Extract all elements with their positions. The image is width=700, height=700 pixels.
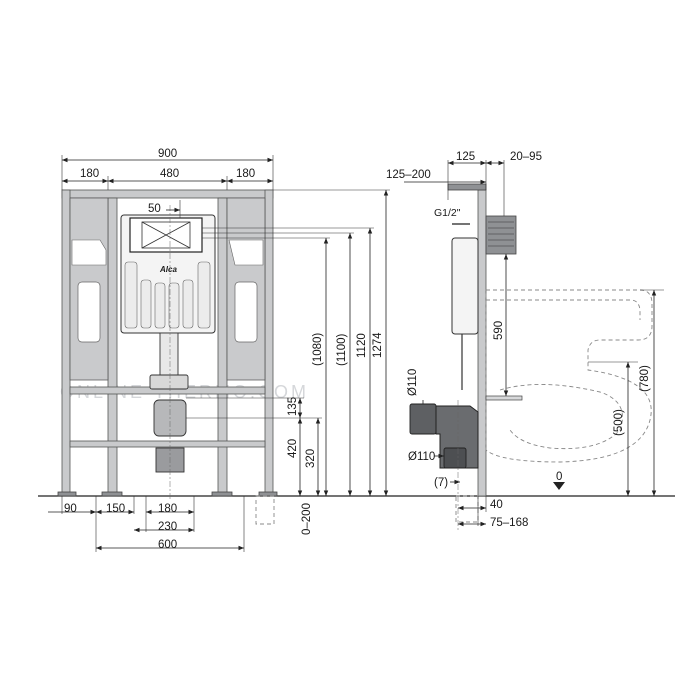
dim-0-200: 0–200 [301, 503, 313, 535]
side-cistern [451, 237, 479, 335]
toilet-bowl-inner [499, 384, 623, 450]
dim-420: 420 [287, 439, 299, 458]
cistern-ribbing [124, 261, 211, 329]
brand-logo: Alca [159, 265, 177, 274]
dim-500: (500) [613, 409, 625, 436]
frame-top-rail [61, 189, 274, 199]
dim-1100: (1100) [336, 333, 348, 366]
dim-900: 900 [158, 148, 177, 160]
frame-right-post [264, 189, 274, 497]
frame-foot-inner-right [211, 491, 233, 497]
frame-left-post [61, 189, 71, 497]
floor-zero: 0 [556, 471, 562, 483]
dim-50: 50 [148, 203, 161, 215]
dim-180-bottom: 180 [158, 503, 177, 515]
side-flush-plate [485, 215, 517, 255]
frame-crossbar-lower [69, 440, 266, 448]
dim-600: 600 [158, 539, 177, 551]
dim-180-right: 180 [236, 168, 255, 180]
dim-40: 40 [490, 499, 503, 511]
dim-1120: 1120 [356, 333, 368, 358]
drain-collar-bottom [443, 447, 467, 469]
dim-230: 230 [158, 521, 177, 533]
floor-zero-marker [553, 482, 565, 490]
frame-inner-right-post [217, 197, 228, 497]
floor-range-ghost [255, 495, 275, 525]
frame-foot-right [258, 491, 278, 497]
dim-75-168: 75–168 [490, 517, 528, 529]
dim-150: 150 [106, 503, 125, 515]
front-view: Alca 900 180 480 180 50 [48, 148, 390, 552]
side-frame-post [477, 189, 487, 497]
frame-foot-left [57, 491, 77, 497]
side-view: 125 20–95 125–200 G1/2" 590 Ø110 Ø110 (7… [386, 151, 664, 530]
side-floor-ghost [455, 495, 479, 523]
right-panel-slot [234, 281, 258, 343]
side-top-bracket [447, 183, 487, 191]
dim-125-200: 125–200 [386, 169, 431, 181]
dim-7: (7) [434, 477, 448, 489]
dim-1274: 1274 [372, 332, 384, 358]
right-panel-bevel [228, 239, 264, 266]
toilet-mount-bracket [485, 395, 523, 401]
side-flush-plate-ribs [488, 221, 514, 247]
drain-collar-top [409, 403, 437, 435]
dim-125: 125 [456, 151, 475, 163]
frame-foot-inner-left [101, 491, 123, 497]
left-panel-bevel [71, 239, 107, 266]
dim-135: 135 [287, 397, 299, 416]
frame-inner-left-post [107, 197, 118, 497]
toilet-bowl-outline [485, 289, 653, 463]
flush-pipe-bend [149, 374, 189, 390]
dim-480: 480 [160, 168, 179, 180]
dim-20-95: 20–95 [510, 151, 542, 163]
pipe-label-top: Ø110 [407, 369, 419, 396]
left-panel-slot [77, 281, 101, 343]
pipe-label-bottom: Ø110 [408, 451, 435, 463]
dim-590: 590 [493, 321, 505, 340]
dim-320: 320 [305, 449, 317, 468]
dim-90: 90 [64, 503, 77, 515]
dim-1080: (1080) [312, 333, 324, 366]
dim-180-left: 180 [80, 168, 99, 180]
flush-plate-inner [141, 221, 191, 249]
thread-label: G1/2" [434, 207, 461, 219]
toilet-seat-line [486, 299, 641, 320]
dim-780: (780) [639, 365, 651, 392]
flush-plate-cross [141, 221, 191, 249]
